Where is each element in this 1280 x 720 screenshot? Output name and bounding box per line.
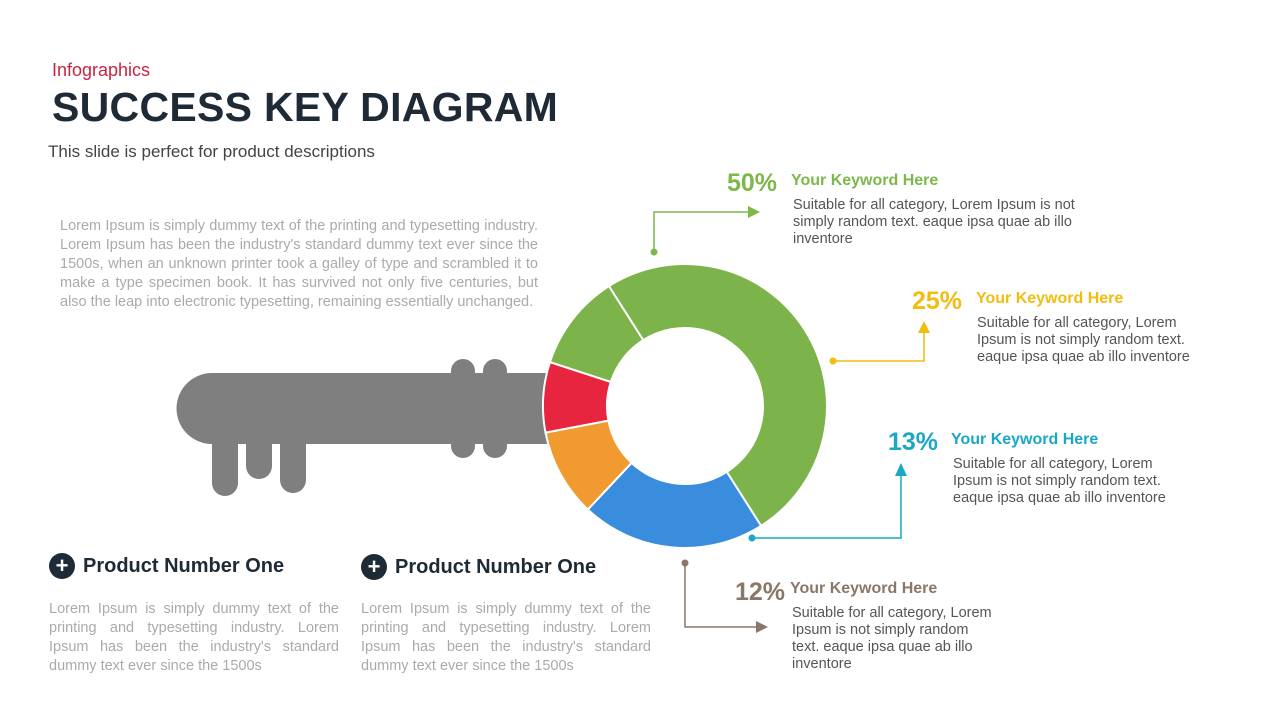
connector-dot	[681, 559, 689, 567]
callout-keyword: Your Keyword Here	[951, 431, 1099, 448]
callout-description: Suitable for all category, Lorem Ipsum i…	[977, 315, 1190, 365]
key-icon	[176, 359, 560, 496]
callout-percent: 50%	[727, 169, 778, 197]
callout-percent: 13%	[888, 428, 939, 456]
donut-segment-green-rest	[548, 284, 645, 384]
product-description: Lorem Ipsum is simply dummy text of the …	[361, 601, 651, 674]
key-tooth	[212, 420, 238, 496]
callout-keyword: Your Keyword Here	[791, 172, 939, 189]
callout-description: Suitable for all category, Lorem Ipsum i…	[792, 605, 992, 672]
supertitle: Infographics	[52, 60, 151, 80]
connector-dot	[650, 248, 658, 256]
plus-circle-icon: +	[49, 553, 75, 579]
connector-25	[833, 333, 925, 362]
callout-description: Suitable for all category, Lorem Ipsum i…	[953, 456, 1166, 506]
connector-12	[684, 563, 756, 628]
callout-keyword: Your Keyword Here	[790, 580, 938, 597]
donut-segment-green	[607, 263, 828, 528]
key-ridge	[451, 359, 475, 458]
connector-dot	[829, 357, 837, 365]
connector-13	[752, 476, 902, 539]
key-tooth	[246, 420, 272, 479]
intro-paragraph: Lorem Ipsum is simply dummy text of the …	[60, 218, 538, 310]
connector-50	[653, 211, 748, 252]
product-title: Product Number One	[83, 554, 285, 577]
product-heading: + Product Number One	[361, 554, 596, 580]
arrow-head	[748, 206, 760, 218]
key-tooth	[280, 420, 306, 493]
arrow-head	[895, 463, 907, 476]
callout-percent: 12%	[735, 578, 786, 606]
donut-segment-blue	[586, 461, 763, 549]
product-description: Lorem Ipsum is simply dummy text of the …	[49, 601, 339, 674]
key-ridge	[483, 359, 507, 458]
donut-chart	[542, 263, 828, 549]
page-title: SUCCESS KEY DIAGRAM	[52, 84, 559, 130]
connector-dot	[748, 534, 756, 542]
callout-percent: 25%	[912, 287, 963, 315]
product-heading: + Product Number One	[49, 553, 284, 579]
product-title: Product Number One	[395, 555, 597, 578]
plus-circle-icon: +	[361, 554, 387, 580]
callout-keyword: Your Keyword Here	[976, 290, 1124, 307]
arrow-head	[918, 321, 930, 333]
page-subtitle: This slide is perfect for product descri…	[48, 142, 375, 161]
arrow-head	[756, 621, 768, 633]
callout-description: Suitable for all category, Lorem Ipsum i…	[793, 197, 1075, 247]
